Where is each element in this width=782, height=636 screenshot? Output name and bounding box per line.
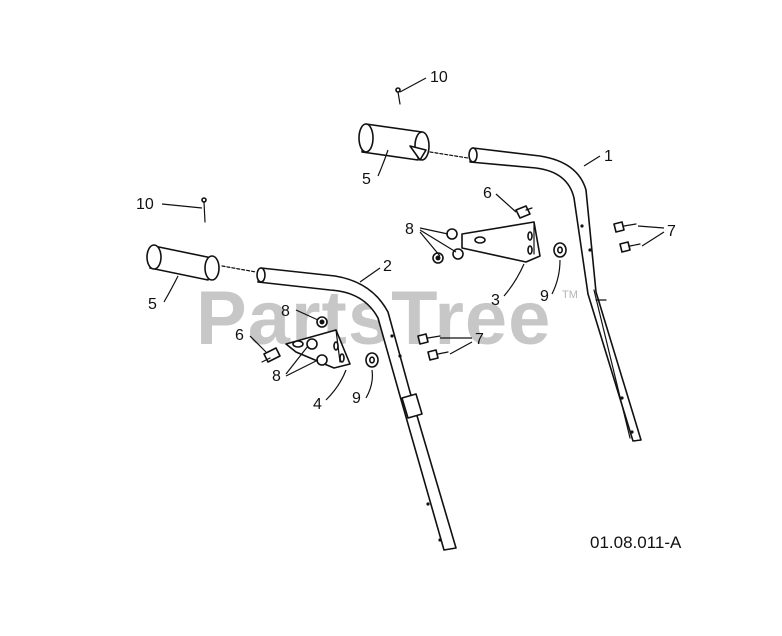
callout-labels: 1 2 3 4 5 5 6 6 7 7 8 8 8 9 9 10 10 [136,69,676,413]
handle-upper[interactable] [468,147,642,442]
bracket-right[interactable] [461,221,541,263]
leader-lines [161,77,665,401]
watermark-text: PartsTree [196,276,551,361]
callout-screws-right: 7 [667,223,676,240]
screws-right[interactable] [613,221,641,253]
bracket-left[interactable] [285,329,351,369]
callout-bolt-left: 6 [235,327,244,344]
pin-left[interactable] [201,197,207,223]
watermark-trademark: TM [562,289,578,301]
nuts-right[interactable] [432,228,464,264]
callout-nut-left-top: 8 [281,303,290,320]
callout-washer-right: 9 [540,288,549,305]
bolt-right[interactable] [515,205,533,219]
washer-right[interactable] [553,242,567,258]
callout-handle-upper: 1 [604,148,613,165]
callout-bracket-left: 4 [313,396,322,413]
callout-nuts-right: 8 [405,221,414,238]
pin-right[interactable] [395,87,401,105]
nut-left-top[interactable] [316,316,328,328]
grip-right[interactable] [358,123,469,161]
grip-left[interactable] [146,244,257,281]
callout-washer-left: 9 [352,390,361,407]
callout-handle-lower: 2 [383,258,392,275]
callout-grip-left: 5 [148,296,157,313]
bolt-left[interactable] [261,347,281,363]
washer-left[interactable] [365,352,379,368]
callout-grip-right: 5 [362,171,371,188]
callout-bolt-right: 6 [483,185,492,202]
handle-lower[interactable] [256,267,457,551]
screws-left[interactable] [417,333,449,361]
callout-nuts-left-bottom: 8 [272,368,281,385]
callout-screws-left: 7 [475,331,484,348]
callout-bracket-right: 3 [491,292,500,309]
callout-pin-right: 10 [430,69,448,86]
callout-pin-left: 10 [136,196,154,213]
diagram-reference-code: 01.08.011-A [590,533,682,552]
